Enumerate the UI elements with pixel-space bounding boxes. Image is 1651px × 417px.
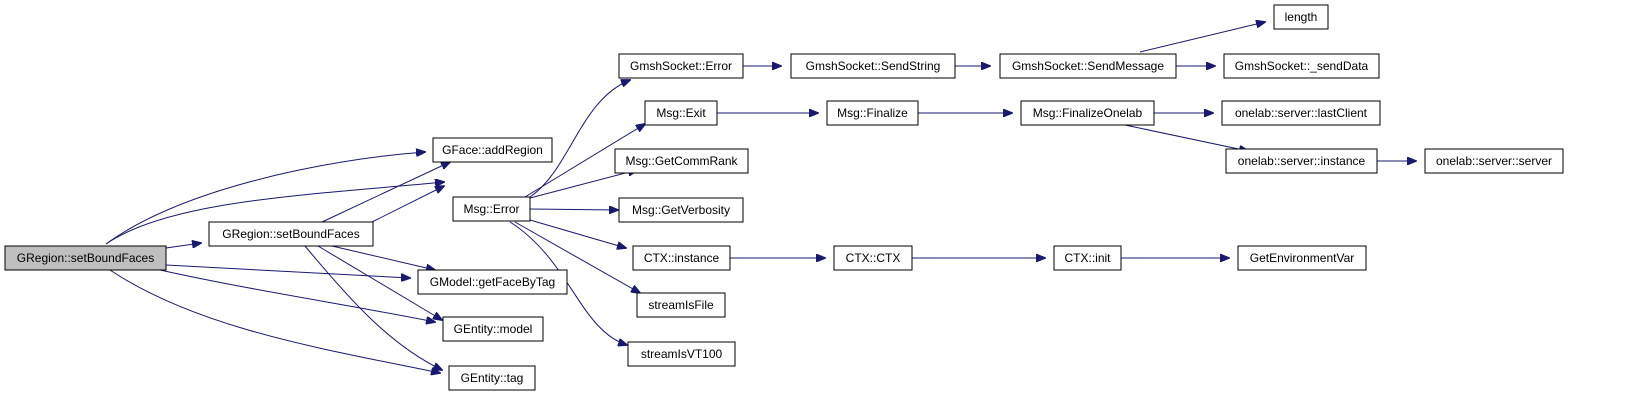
edge-sendmessage-length bbox=[1139, 22, 1265, 53]
node-streamisvt100[interactable]: streamIsVT100 bbox=[627, 341, 736, 367]
node-srv_instance[interactable]: onelab::server::instance bbox=[1225, 148, 1378, 174]
node-label: onelab::server::instance bbox=[1238, 154, 1366, 168]
node-label: GModel::getFaceByTag bbox=[430, 275, 555, 289]
edge-setbound-tag bbox=[304, 245, 442, 370]
edge-root-model bbox=[159, 269, 435, 322]
node-label: Msg::Finalize bbox=[837, 106, 908, 120]
node-msg_exit[interactable]: Msg::Exit bbox=[644, 100, 718, 126]
node-getface[interactable]: GModel::getFaceByTag bbox=[417, 269, 568, 295]
node-label: GRegion::setBoundFaces bbox=[17, 251, 154, 265]
edge-root-getface bbox=[165, 264, 410, 278]
node-root[interactable]: GRegion::setBoundFaces bbox=[4, 245, 167, 271]
node-finalizeonelab[interactable]: Msg::FinalizeOnelab bbox=[1020, 100, 1155, 126]
node-addregion[interactable]: GFace::addRegion bbox=[432, 137, 553, 163]
node-label: GRegion::setBoundFaces bbox=[222, 227, 359, 241]
node-srv_server[interactable]: onelab::server::server bbox=[1424, 148, 1564, 174]
edge-setbound-addregion bbox=[321, 162, 450, 223]
node-getverbosity[interactable]: Msg::GetVerbosity bbox=[618, 197, 744, 223]
node-ctx_instance[interactable]: CTX::instance bbox=[632, 245, 731, 271]
edge-root-addregion bbox=[105, 152, 425, 245]
node-label: onelab::server::lastClient bbox=[1235, 106, 1368, 120]
node-label: GEntity::model bbox=[454, 322, 533, 336]
node-label: Msg::Exit bbox=[656, 106, 706, 120]
node-label: GFace::addRegion bbox=[442, 143, 543, 157]
node-label: Msg::Error bbox=[463, 202, 519, 216]
edges bbox=[105, 22, 1416, 373]
node-label: CTX::instance bbox=[644, 251, 720, 265]
node-label: streamIsFile bbox=[648, 298, 714, 312]
edge-msgerror-streamisfile bbox=[514, 221, 640, 293]
node-msgerror[interactable]: Msg::Error bbox=[452, 196, 531, 222]
node-label: Msg::GetVerbosity bbox=[632, 203, 730, 217]
edge-finalizeonelab-srv_instance bbox=[1124, 124, 1248, 151]
node-getcommrank[interactable]: Msg::GetCommRank bbox=[614, 148, 749, 174]
node-length[interactable]: length bbox=[1273, 4, 1329, 30]
node-label: CTX::CTX bbox=[846, 251, 901, 265]
node-finalize[interactable]: Msg::Finalize bbox=[826, 100, 919, 126]
node-ctx_ctx[interactable]: CTX::CTX bbox=[833, 245, 913, 271]
edge-setbound-getface bbox=[331, 245, 435, 270]
node-label: GEntity::tag bbox=[461, 371, 524, 385]
edge-msgerror-streamisvt100 bbox=[509, 221, 627, 345]
node-label: GetEnvironmentVar bbox=[1250, 251, 1355, 265]
edge-msgerror-ctx_instance bbox=[529, 219, 626, 248]
node-tag[interactable]: GEntity::tag bbox=[448, 365, 536, 391]
edge-root-setbound bbox=[165, 243, 201, 249]
node-label: CTX::init bbox=[1064, 251, 1111, 265]
node-label: streamIsVT100 bbox=[641, 347, 723, 361]
edge-msgerror-getcommrank bbox=[529, 170, 637, 199]
node-ctx_init[interactable]: CTX::init bbox=[1053, 245, 1122, 271]
node-senddata[interactable]: GmshSocket::_sendData bbox=[1223, 53, 1380, 79]
node-label: onelab::server::server bbox=[1436, 154, 1552, 168]
node-sendmessage[interactable]: GmshSocket::SendMessage bbox=[999, 53, 1177, 79]
node-label: Msg::FinalizeOnelab bbox=[1033, 106, 1143, 120]
node-label: GmshSocket::Error bbox=[630, 59, 732, 73]
edge-root-tag bbox=[109, 269, 440, 373]
edge-msgerror-getverbosity bbox=[529, 209, 618, 210]
node-label: GmshSocket::_sendData bbox=[1235, 59, 1369, 73]
node-label: Msg::GetCommRank bbox=[625, 154, 738, 168]
node-streamisfile[interactable]: streamIsFile bbox=[636, 292, 726, 318]
edge-setbound-model bbox=[317, 245, 442, 320]
node-label: GmshSocket::SendString bbox=[806, 59, 941, 73]
nodes: GRegion::setBoundFaces GRegion::setBound… bbox=[4, 4, 1564, 391]
edge-root-msgerror bbox=[105, 182, 444, 245]
node-label: GmshSocket::SendMessage bbox=[1012, 59, 1164, 73]
node-getenv[interactable]: GetEnvironmentVar bbox=[1237, 245, 1367, 271]
node-lastclient[interactable]: onelab::server::lastClient bbox=[1221, 100, 1381, 126]
node-setbound[interactable]: GRegion::setBoundFaces bbox=[208, 221, 374, 247]
node-model[interactable]: GEntity::model bbox=[442, 316, 544, 342]
node-label: length bbox=[1285, 10, 1318, 24]
node-sendstring[interactable]: GmshSocket::SendString bbox=[790, 53, 956, 79]
edge-setbound-msgerror bbox=[371, 186, 444, 223]
edge-msgerror-msg_exit bbox=[524, 124, 645, 198]
node-gs_error[interactable]: GmshSocket::Error bbox=[618, 53, 744, 79]
